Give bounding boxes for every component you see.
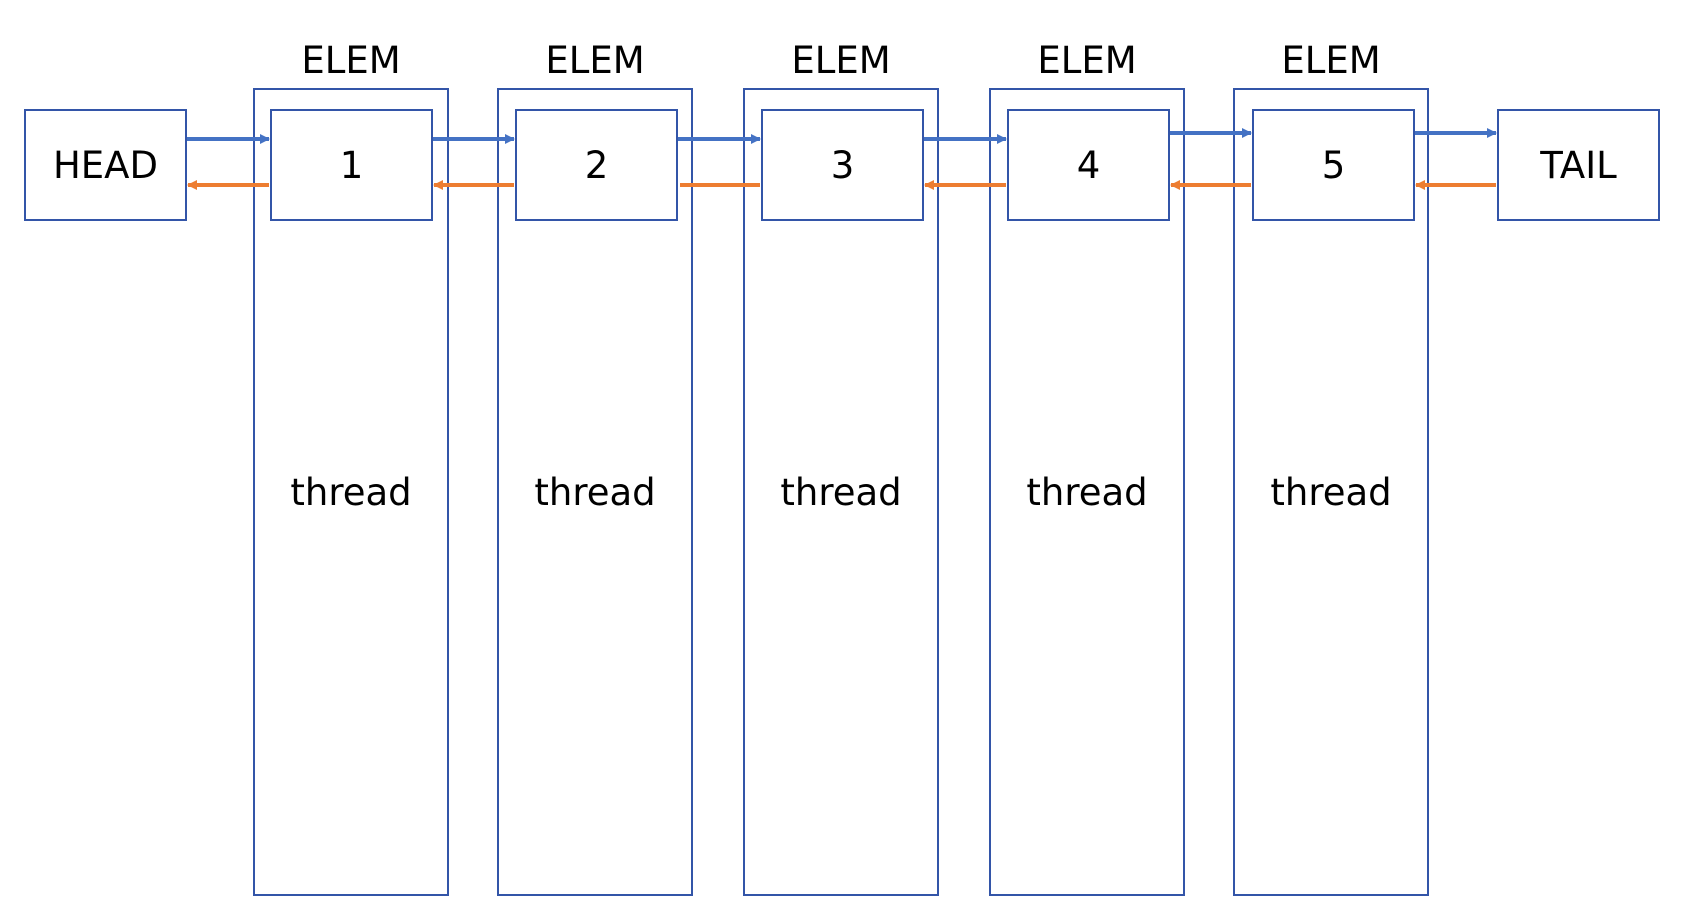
list-node-3: 3 — [761, 109, 924, 221]
thread-label-4: thread — [1026, 471, 1148, 514]
thread-label-2: thread — [534, 471, 656, 514]
thread-label-3: thread — [780, 471, 902, 514]
elem-container-5 — [1233, 88, 1429, 896]
elem-label-2: ELEM — [545, 39, 645, 82]
head-node: HEAD — [24, 109, 187, 221]
elem-container-1 — [253, 88, 449, 896]
list-node-1: 1 — [270, 109, 433, 221]
list-node-4: 4 — [1007, 109, 1170, 221]
thread-label-5: thread — [1270, 471, 1392, 514]
thread-label-1: thread — [290, 471, 412, 514]
list-node-2: 2 — [515, 109, 678, 221]
elem-label-3: ELEM — [791, 39, 891, 82]
list-node-5: 5 — [1252, 109, 1415, 221]
elem-label-1: ELEM — [301, 39, 401, 82]
elem-container-3 — [743, 88, 939, 896]
elem-label-5: ELEM — [1281, 39, 1381, 82]
elem-container-4 — [989, 88, 1185, 896]
elem-label-4: ELEM — [1037, 39, 1137, 82]
elem-container-2 — [497, 88, 693, 896]
tail-node: TAIL — [1497, 109, 1660, 221]
